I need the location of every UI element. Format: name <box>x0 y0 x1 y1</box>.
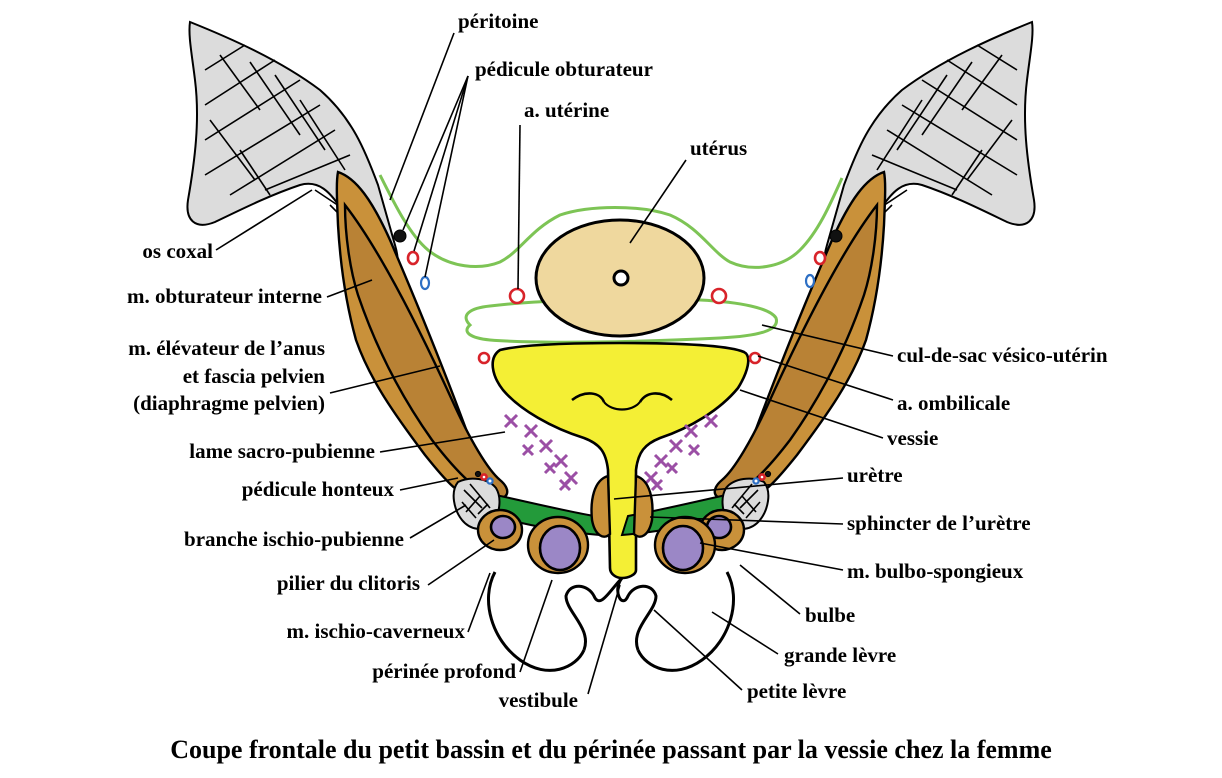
pilier-du-clitoris-left <box>489 514 517 540</box>
label-pedicule-honteux: pédicule honteux <box>242 477 395 501</box>
lame-sacro-pubienne-left <box>503 413 579 492</box>
label-cul-de-sac: cul-de-sac vésico-utérin <box>897 343 1108 367</box>
label-bulbe: bulbe <box>805 603 855 627</box>
label-peritoine: péritoine <box>458 9 538 33</box>
label-vessie: vessie <box>887 426 938 450</box>
label-uterus: utérus <box>690 136 747 160</box>
figure-caption: Coupe frontale du petit bassin et du pér… <box>170 735 1052 764</box>
vulva-contour <box>487 571 735 672</box>
label-branche-ischio-pubienne: branche ischio-pubienne <box>184 527 404 551</box>
a-uterine <box>508 287 728 305</box>
label-m-obturateur-interne: m. obturateur interne <box>127 284 322 308</box>
lame-sacro-pubienne-right <box>643 413 719 492</box>
label-m-elevateur-3: (diaphragme pelvien) <box>133 391 325 415</box>
vessie <box>491 341 750 580</box>
label-uretre: urètre <box>847 463 903 487</box>
label-perinee-profond: périnée profond <box>372 659 516 683</box>
label-grande-levre: grande lèvre <box>784 643 896 667</box>
pedicule-obturateur-left <box>393 229 431 291</box>
label-pilier-du-clitoris: pilier du clitoris <box>277 571 420 595</box>
bulbe-right <box>661 524 705 572</box>
label-m-elevateur-2: et fascia pelvien <box>183 364 326 388</box>
pedicule-honteux <box>474 470 772 485</box>
label-m-bulbo-spongieux: m. bulbo-spongieux <box>847 559 1024 583</box>
label-os-coxal: os coxal <box>142 239 213 263</box>
label-vestibule: vestibule <box>499 688 578 712</box>
label-lame-sacro-pubienne: lame sacro-pubienne <box>189 439 375 463</box>
label-a-uterine: a. utérine <box>524 98 609 122</box>
a-ombilicale <box>477 351 762 365</box>
bulbe-left <box>538 524 582 572</box>
label-sphincter-uretre: sphincter de l’urètre <box>847 511 1031 535</box>
m-bulbo-spongieux-left <box>526 515 590 575</box>
m-bulbo-spongieux-right <box>653 515 717 575</box>
label-m-elevateur-1: m. élévateur de l’anus <box>128 336 325 360</box>
label-pedicule-obturateur: pédicule obturateur <box>475 57 653 81</box>
uterus <box>534 218 706 338</box>
labels: péritoine pédicule obturateur a. utérine… <box>127 9 1108 712</box>
label-m-ischio-caverneux: m. ischio-caverneux <box>287 619 466 643</box>
pedicule-obturateur-right <box>804 229 843 289</box>
m-ischio-caverneux-left <box>476 508 524 552</box>
label-a-ombilicale: a. ombilicale <box>897 391 1010 415</box>
leader-lines <box>215 32 894 695</box>
label-petite-levre: petite lèvre <box>747 679 846 703</box>
sphincter-uretre <box>590 474 654 538</box>
